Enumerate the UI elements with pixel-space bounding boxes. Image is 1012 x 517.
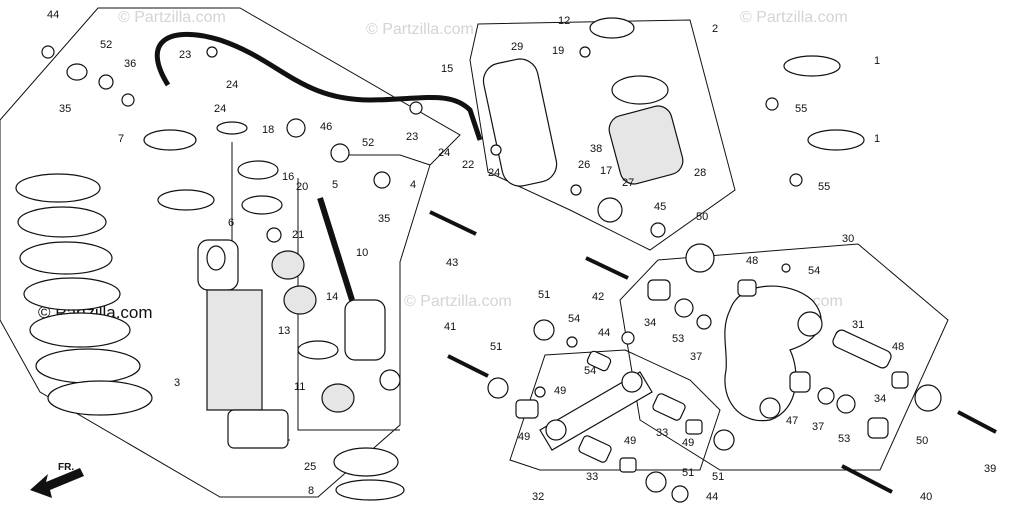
shock-rings	[41, 45, 405, 501]
watermark-top-middle: © Partzilla.com	[366, 21, 474, 38]
callout-4: 4	[410, 179, 416, 191]
callout-10: 10	[356, 247, 368, 259]
callout-22: 22	[462, 159, 474, 171]
reservoir-group-boundary	[469, 19, 736, 251]
callout-53b: 53	[838, 433, 850, 445]
callout-25: 25	[304, 461, 316, 473]
arm-group-boundary	[619, 243, 949, 471]
callout-51c: 51	[712, 471, 724, 483]
callout-6: 6	[228, 217, 234, 229]
callout-49: 54	[584, 365, 596, 377]
callout-2: 2	[712, 23, 718, 35]
reservoir	[482, 17, 684, 223]
callout-51d: 51	[682, 467, 694, 479]
callout-12: 12	[558, 15, 570, 27]
callout-47: 47	[786, 415, 798, 427]
callout-45: 45	[654, 201, 666, 213]
callout-31: 31	[852, 319, 864, 331]
callout-1b: 1	[874, 133, 880, 145]
watermark-middle: © Partzilla.com	[404, 293, 512, 310]
callout-49d: 49	[624, 435, 636, 447]
callout-26: 26	[578, 159, 590, 171]
callout-24: 24	[226, 79, 238, 91]
callout-34b: 34	[874, 393, 886, 405]
callout-54: 54	[808, 265, 820, 277]
callout-14: 14	[326, 291, 338, 303]
callout-24c: 24	[438, 147, 450, 159]
callout-49c: 49	[682, 437, 694, 449]
callout-55b: 55	[818, 181, 830, 193]
callout-18: 18	[262, 124, 274, 136]
callout-51b: 51	[490, 341, 502, 353]
callout-34: 34	[644, 317, 656, 329]
shock-shaft	[317, 197, 401, 391]
callout-7: 7	[118, 133, 124, 145]
callout-27: 27	[622, 177, 634, 189]
callout-17: 17	[600, 165, 612, 177]
callout-35: 35	[59, 103, 71, 115]
callout-16: 16	[282, 171, 294, 183]
callout-48: 48	[746, 255, 758, 267]
callout-33: 33	[656, 427, 668, 439]
callout-35b: 35	[378, 213, 390, 225]
callout-46: 46	[320, 121, 332, 133]
callout-41: 41	[444, 321, 456, 333]
rocker-arm	[647, 263, 942, 439]
callout-8: 8	[308, 485, 314, 497]
spring	[15, 173, 153, 416]
callout-28: 28	[694, 167, 706, 179]
callout-20: 20	[296, 181, 308, 193]
callout-51: 51	[538, 289, 550, 301]
link-group-boundary	[509, 349, 721, 471]
callout-1: 1	[874, 55, 880, 67]
leader-line	[340, 154, 431, 166]
callout-24d: 24	[488, 167, 500, 179]
callout-52: 52	[100, 39, 112, 51]
callout-15: 15	[441, 63, 453, 75]
front-direction-arrow-icon	[30, 468, 84, 498]
callout-13: 13	[278, 325, 290, 337]
callout-52b: 52	[362, 137, 374, 149]
callout-44c: 44	[706, 491, 718, 503]
callout-29: 29	[511, 41, 523, 53]
callout-49b: 49	[518, 431, 530, 443]
callout-21: 21	[292, 229, 304, 241]
callout-48b: 48	[892, 341, 904, 353]
callout-19: 19	[552, 45, 564, 57]
callout-37: 37	[690, 351, 702, 363]
callout-23b: 23	[406, 131, 418, 143]
watermark-top-right: © Partzilla.com	[740, 9, 848, 26]
callout-11: 11	[294, 381, 305, 393]
hose-clamps	[765, 55, 865, 187]
watermark-top-left: © Partzilla.com	[118, 9, 226, 26]
callout-53: 53	[672, 333, 684, 345]
callout-50: 50	[696, 211, 708, 223]
bolts	[429, 210, 997, 494]
callout-38: 38	[590, 143, 602, 155]
callout-43: 43	[446, 257, 458, 269]
direction-label: FR.	[58, 462, 74, 473]
callout-44b: 44	[598, 327, 610, 339]
reservoir-hose	[154, 31, 483, 189]
callout-23: 23	[179, 49, 191, 61]
callout-30: 30	[842, 233, 854, 245]
callout-32: 32	[532, 491, 544, 503]
linkage-parts	[487, 222, 735, 503]
callout-42: 42	[592, 291, 604, 303]
callout-3: 3	[174, 377, 180, 389]
callout-40: 40	[920, 491, 932, 503]
callout-36: 36	[124, 58, 136, 70]
callout-50b: 50	[916, 435, 928, 447]
callout-54c: 49	[554, 385, 566, 397]
callout-39: 39	[984, 463, 996, 475]
callout-37b: 37	[812, 421, 824, 433]
callout-5: 5	[332, 179, 338, 191]
callout-44: 44	[47, 9, 59, 21]
callout-55: 55	[795, 103, 807, 115]
callout-54b: 54	[568, 313, 580, 325]
shock-body	[197, 239, 289, 449]
callout-24b: 24	[214, 103, 226, 115]
callout-33b: 33	[586, 471, 598, 483]
